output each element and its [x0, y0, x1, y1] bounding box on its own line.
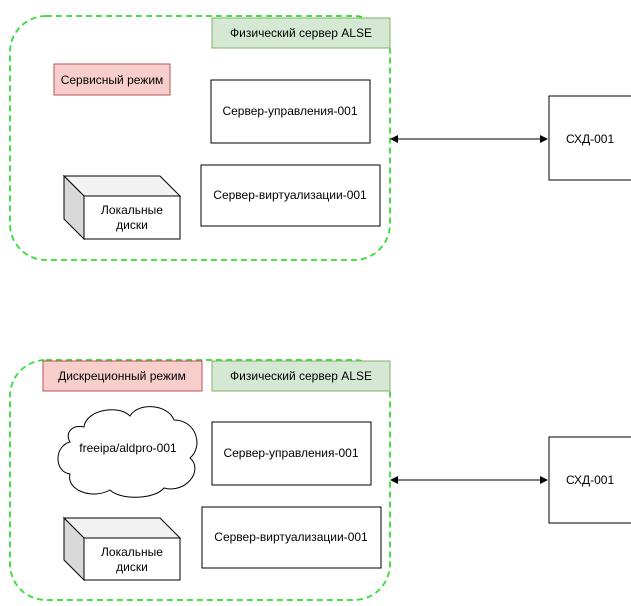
- cloud-icon: [57, 406, 198, 498]
- bottom-management-server-text: Сервер-управления-001: [223, 446, 358, 460]
- bottom-physical-server-text: Физический сервер ALSE: [230, 369, 372, 383]
- bottom-local-disks: Локальные диски: [62, 516, 182, 582]
- top-virtualization-server-text: Сервер-виртуализации-001: [213, 188, 367, 202]
- bottom-storage-text: СХД-001: [566, 473, 614, 487]
- bottom-physical-server-label: Физический сервер ALSE: [211, 360, 391, 392]
- top-server-group: Физический сервер ALSE Сервисный режим С…: [9, 15, 391, 261]
- top-management-server-text: Сервер-управления-001: [222, 104, 357, 118]
- bottom-local-disks-line1: Локальные: [101, 545, 163, 559]
- bottom-management-server: Сервер-управления-001: [211, 421, 372, 486]
- bottom-virtualization-server-text: Сервер-виртуализации-001: [214, 530, 368, 544]
- bottom-server-group: Дискреционный режим Физический сервер AL…: [9, 359, 391, 601]
- top-mode-text: Сервисный режим: [61, 73, 164, 87]
- top-mode-label: Сервисный режим: [53, 63, 171, 96]
- bottom-identity-cloud: freeipa/aldpro-001: [57, 406, 198, 498]
- top-physical-server-text: Физический сервер ALSE: [230, 26, 372, 40]
- top-storage: СХД-001: [548, 95, 631, 181]
- bottom-cloud-text: freeipa/aldpro-001: [79, 441, 177, 455]
- top-physical-server-label: Физический сервер ALSE: [211, 17, 391, 49]
- bottom-storage: СХД-001: [548, 436, 631, 524]
- top-virtualization-server: Сервер-виртуализации-001: [200, 164, 381, 227]
- top-local-disks-line2: диски: [116, 218, 148, 232]
- top-management-server: Сервер-управления-001: [210, 79, 371, 144]
- bottom-group-boundary: [9, 359, 391, 601]
- bottom-mode-label: Дискреционный режим: [42, 360, 203, 392]
- bottom-virtualization-server: Сервер-виртуализации-001: [201, 506, 382, 569]
- bottom-local-disks-line2: диски: [116, 560, 148, 574]
- bottom-mode-text: Дискреционный режим: [58, 369, 186, 383]
- top-storage-text: СХД-001: [566, 132, 614, 146]
- top-local-disks: Локальные диски: [62, 174, 182, 241]
- top-local-disks-line1: Локальные: [101, 203, 163, 217]
